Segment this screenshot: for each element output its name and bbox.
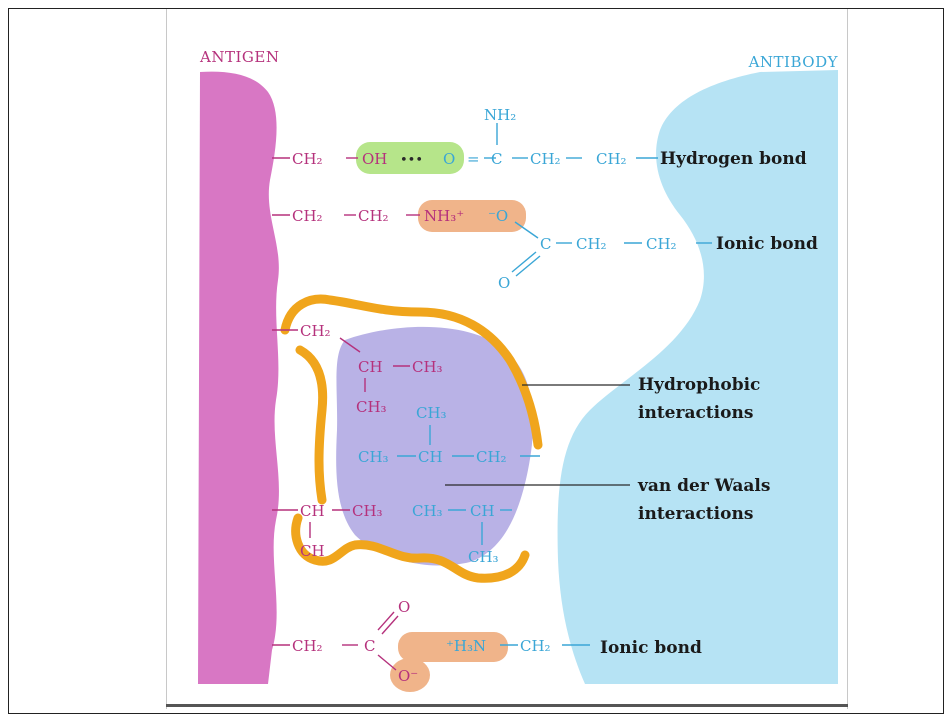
r5-c: C — [364, 637, 375, 655]
antigen-bonds — [272, 157, 420, 671]
p-ch-bottom: CH — [300, 542, 325, 560]
figure-left-edge — [166, 9, 167, 709]
p-ch3-mag-low: CH₃ — [352, 502, 383, 520]
p-ch-cyan-low: CH — [470, 502, 495, 520]
r2-ch2a: CH₂ — [292, 207, 323, 225]
label-hydrogen-bond: Hydrogen bond — [660, 149, 807, 169]
hydrophobic-outline-lower — [291, 345, 530, 583]
antigen-region — [198, 71, 279, 685]
r1-ch2c: CH₂ — [596, 150, 627, 168]
figure-right-edge — [847, 9, 848, 709]
label-hydrophobic-1: Hydrophobic — [638, 375, 760, 395]
r1-ch2: CH₂ — [292, 150, 323, 168]
outer-frame — [8, 8, 944, 714]
vdw-region — [336, 326, 534, 566]
antigen-title: ANTIGEN — [199, 48, 279, 66]
p-ch2-top: CH₂ — [300, 322, 331, 340]
r1-eq: = — [467, 150, 480, 168]
p-ch-cyan-mid: CH — [418, 448, 443, 466]
p-ch3-mag-right: CH₃ — [412, 358, 443, 376]
label-vdw-2: interactions — [638, 504, 753, 524]
p-ch3-cyan-low: CH₃ — [412, 502, 443, 520]
r2-o: O — [498, 274, 510, 292]
p-ch2-cyan-right: CH₂ — [476, 448, 507, 466]
p-ch3-mag-down: CH₃ — [356, 398, 387, 416]
r5-o-minus: O⁻ — [398, 667, 418, 685]
r5-h3n: ⁺H₃N — [446, 637, 486, 655]
r1-o: O — [443, 150, 455, 168]
antibody-region — [557, 70, 838, 684]
p-ch3-cyan-left: CH₃ — [358, 448, 389, 466]
r1-c: C — [491, 150, 502, 168]
p-ch-left: CH — [300, 502, 325, 520]
r1-dots: ••• — [400, 153, 423, 168]
r1-ch2b: CH₂ — [530, 150, 561, 168]
r2-o-minus: ⁻O — [488, 207, 508, 225]
r5-ch2a: CH₂ — [292, 637, 323, 655]
r2-nh3: NH₃⁺ — [424, 207, 464, 225]
label-ionic-bond-2: Ionic bond — [600, 638, 702, 658]
r5-ch2b: CH₂ — [520, 637, 551, 655]
r2-c: C — [540, 235, 551, 253]
label-ionic-bond-1: Ionic bond — [716, 234, 818, 254]
p-ch3-cyan-bottom: CH₃ — [468, 548, 499, 566]
r2-ch2d: CH₂ — [646, 235, 677, 253]
hbond-highlight — [356, 142, 464, 174]
ionic-highlight-1 — [418, 200, 526, 232]
antibody-bonds — [397, 123, 712, 646]
ionic-highlight-2-lower — [390, 658, 430, 692]
antibody-title: ANTIBODY — [748, 53, 839, 71]
figure-bottom-edge — [166, 704, 848, 707]
label-vdw-1: van der Waals — [637, 476, 770, 496]
r1-oh: OH — [362, 150, 387, 168]
p-ch3-cyan-top: CH₃ — [416, 404, 447, 422]
label-hydrophobic-2: interactions — [638, 403, 753, 423]
p-ch-mag: CH — [358, 358, 383, 376]
r1-nh2: NH₂ — [484, 106, 516, 124]
r2-ch2c: CH₂ — [576, 235, 607, 253]
r5-o-top: O — [398, 598, 410, 616]
ionic-highlight-2 — [398, 632, 508, 662]
r2-ch2b: CH₂ — [358, 207, 389, 225]
hydrophobic-outline — [280, 294, 543, 450]
